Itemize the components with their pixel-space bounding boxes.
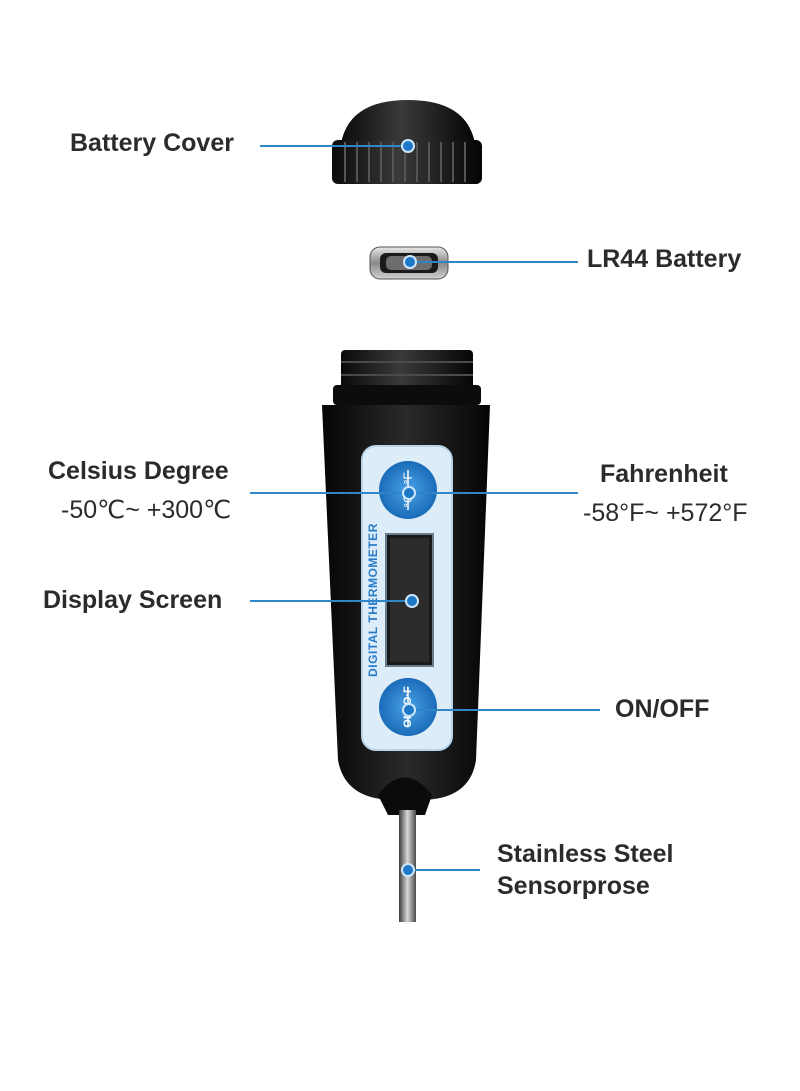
lr44-battery-leader <box>410 261 578 263</box>
celsius-fahrenheit-marker <box>402 486 416 500</box>
battery-cover <box>332 100 482 184</box>
battery-cover-marker <box>401 139 415 153</box>
battery-cover-leader <box>260 145 408 147</box>
on-off-marker <box>402 703 416 717</box>
celsius-degree-label: Celsius Degree <box>48 457 229 485</box>
on-off-label: ON/OFF <box>615 695 710 723</box>
display-screen-leader <box>250 600 412 602</box>
on-off-leader <box>412 709 600 711</box>
fahrenheit-range-label: -58°F~ +572°F <box>583 499 748 527</box>
sensorprose-label: Sensorprose <box>497 872 650 900</box>
celsius-range-label: -50℃~ +300℃ <box>61 496 232 524</box>
lr44-battery-marker <box>403 255 417 269</box>
display-screen-label: Display Screen <box>43 586 223 614</box>
display-screen-marker <box>405 594 419 608</box>
stainless-steel-leader <box>412 869 480 871</box>
thermometer-body <box>322 350 490 922</box>
fahrenheit-label: Fahrenheit <box>600 460 728 488</box>
lr44-battery-label: LR44 Battery <box>587 245 742 273</box>
stainless-steel-marker <box>401 863 415 877</box>
stainless-steel-label: Stainless Steel <box>497 840 674 868</box>
battery-cover-label: Battery Cover <box>70 129 234 157</box>
